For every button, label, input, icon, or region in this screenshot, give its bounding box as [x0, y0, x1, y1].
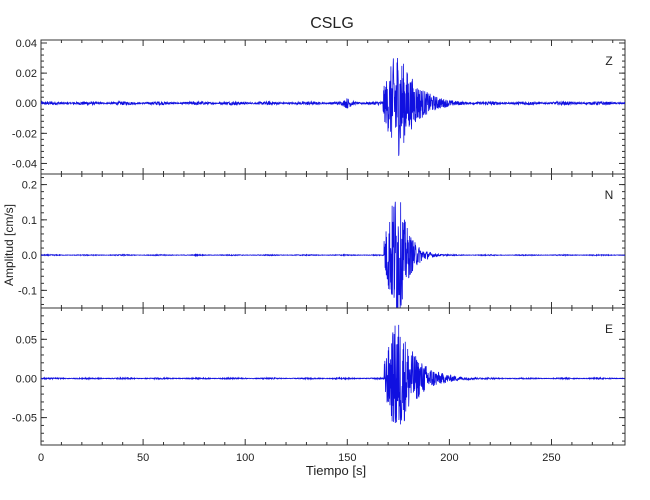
channel-panel-z: -0.04 -0.02 0.00 0.02 0.04Z [12, 38, 626, 175]
panel-frame [40, 173, 626, 309]
y-tick-label: -0.04 [12, 158, 37, 170]
x-tick-label: 50 [137, 452, 149, 464]
x-tick-label: 100 [236, 452, 254, 464]
x-axis-label: Tiempo [s] [306, 463, 366, 478]
panel-frame [40, 307, 626, 446]
channel-label-z: Z [605, 54, 612, 68]
channel-panel-e: -0.05 0.00 0.05 E [12, 307, 626, 446]
panel-frame [40, 39, 626, 175]
x-tick-label: 250 [542, 452, 560, 464]
y-axis-label: Amplitud [cm/s] [2, 204, 16, 286]
y-tick-label: 0.05 [16, 334, 37, 346]
channel-panel-n: -0.1 0.0 0.1 0.2N [18, 173, 626, 309]
chart-title: CSLG [310, 15, 354, 32]
y-tick-label: 0.1 [22, 215, 37, 227]
channel-label-e: E [605, 322, 613, 336]
waveform-e [41, 324, 625, 425]
y-tick-label: 0.00 [16, 373, 37, 385]
x-tick-label: 150 [338, 452, 356, 464]
x-tick-label: 0 [38, 452, 44, 464]
y-tick-label: -0.1 [18, 285, 37, 297]
x-axis: 0 50 100 150 200 250 [38, 452, 561, 464]
y-tick-label: 0.02 [16, 68, 37, 80]
y-tick-label: 0.04 [16, 38, 37, 50]
channel-label-n: N [605, 188, 614, 202]
y-tick-label: 0.2 [22, 180, 37, 192]
x-tick-label: 200 [440, 452, 458, 464]
y-tick-label: 0.0 [22, 250, 37, 262]
waveform-n [41, 201, 625, 308]
y-tick-label: 0.00 [16, 98, 37, 110]
waveform-z [41, 58, 625, 156]
panels-container: -0.04-0.020.000.020.04Z-0.10.00.10.2N-0.… [12, 38, 626, 446]
y-tick-label: -0.05 [12, 413, 37, 425]
y-tick-label: -0.02 [12, 128, 37, 140]
